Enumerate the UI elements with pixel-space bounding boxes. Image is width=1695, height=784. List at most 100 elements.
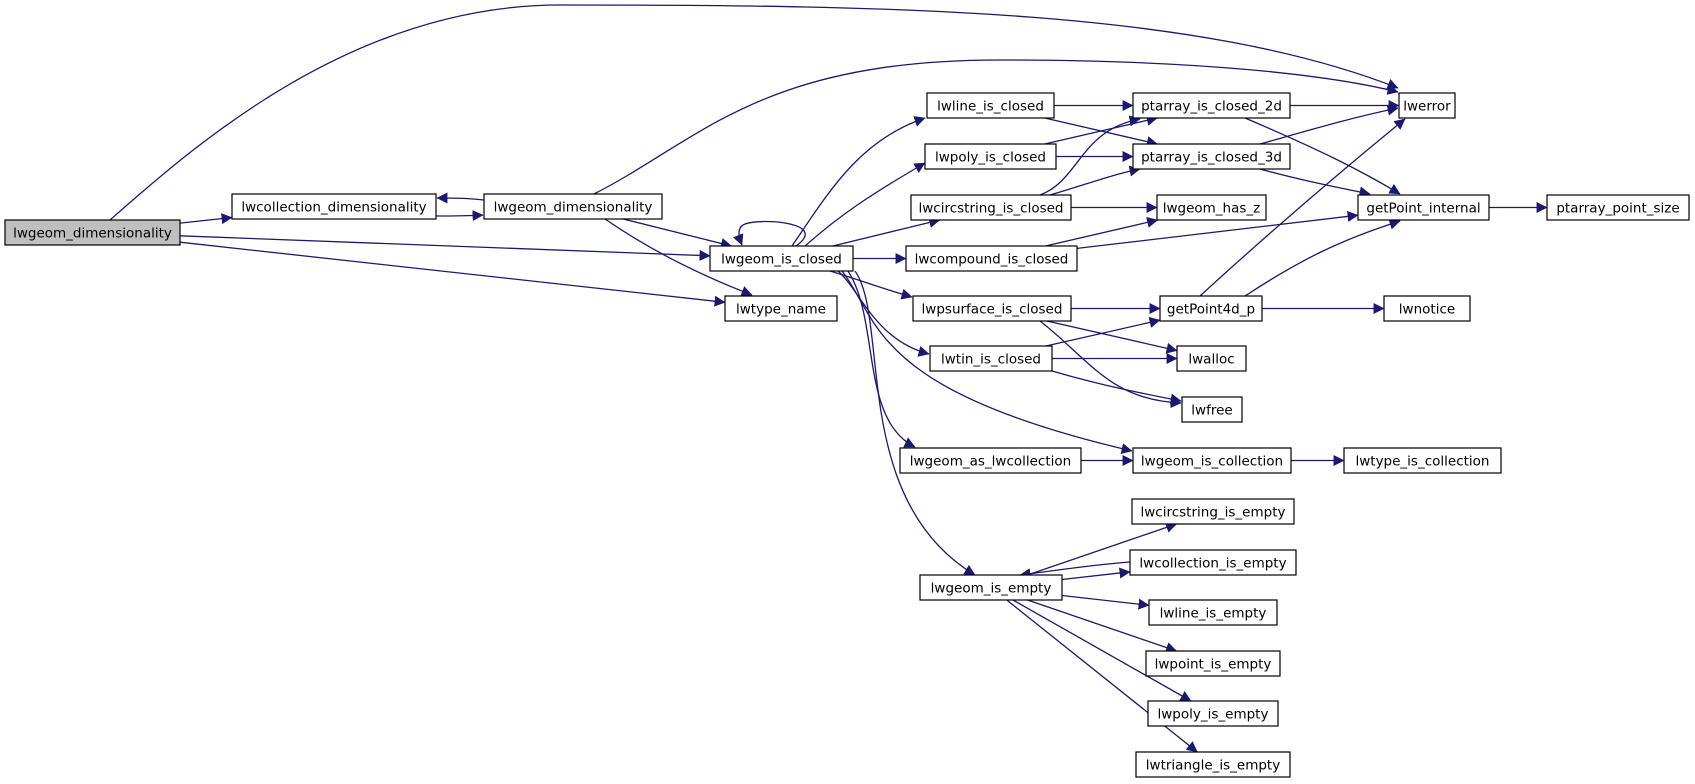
node-lwpoly-is-closed[interactable]: lwpoly_is_closed	[924, 143, 1057, 170]
edge-lwgeom-dimensionality-to-lwgeom-is-closed	[622, 218, 732, 249]
node-box	[1546, 194, 1690, 221]
node-ptarray-point-size[interactable]: ptarray_point_size	[1546, 194, 1690, 221]
edge-lwpsurface-is-closed-to-lwfree	[1039, 320, 1182, 409]
node-lwgeom-is-empty[interactable]: lwgeom_is_empty	[919, 574, 1063, 601]
edge-lwcompound-is-closed-to-lwgeom-has-z	[1045, 217, 1159, 247]
edge-lwgeom-is-closed-to-lwgeom-is-closed	[733, 220, 806, 247]
node-label: lwcollection_dimensionality	[241, 200, 426, 216]
node-lwalloc[interactable]: lwalloc	[1176, 345, 1247, 372]
node-label: lwgeom_is_collection	[1141, 454, 1283, 470]
node-lwcircstring-is-closed[interactable]: lwcircstring_is_closed	[910, 194, 1072, 221]
node-label: lwcompound_is_closed	[915, 252, 1069, 268]
edge-lwgeom-is-closed-to-lwpoly-is-closed	[804, 162, 926, 247]
node-lwtin-is-closed[interactable]: lwtin_is_closed	[929, 345, 1053, 372]
edge-ptarray-is-closed-3d-to-getPoint-internal	[1259, 168, 1371, 198]
edge-lwcompound-is-closed-to-getPoint-internal	[1076, 210, 1359, 250]
node-label: lwfree	[1191, 403, 1232, 419]
edge-lwgeom-dimensionality-to-lwcollection-dimensionality	[436, 192, 485, 204]
node-box	[910, 194, 1072, 221]
edge-lwgeom-dimensionality-root-to-lwgeom-is-closed	[179, 235, 711, 261]
node-lwline-is-empty[interactable]: lwline_is_empty	[1148, 599, 1278, 626]
node-box	[1357, 194, 1490, 221]
node-lwtype-is-collection[interactable]: lwtype_is_collection	[1343, 447, 1502, 474]
node-lwcircstring-is-empty[interactable]: lwcircstring_is_empty	[1131, 498, 1295, 525]
node-lwtype-name[interactable]: lwtype_name	[724, 295, 838, 322]
node-label: getPoint4d_p	[1167, 302, 1255, 318]
node-label: getPoint_internal	[1366, 201, 1480, 217]
edge-lwgeom-is-closed-to-lwgeom-is-empty	[854, 270, 976, 576]
node-box	[924, 143, 1057, 170]
node-label: lwcircstring_is_empty	[1141, 505, 1286, 521]
node-box	[231, 193, 437, 220]
node-box	[724, 295, 838, 322]
node-label: lwgeom_is_closed	[721, 252, 842, 268]
node-box	[1159, 295, 1263, 322]
node-lwline-is-closed[interactable]: lwline_is_closed	[926, 92, 1055, 119]
node-label: lwgeom_dimensionality	[494, 200, 653, 216]
node-label: lwnotice	[1399, 302, 1455, 318]
node-getPoint-internal[interactable]: getPoint_internal	[1357, 194, 1490, 221]
node-lwcollection-is-empty[interactable]: lwcollection_is_empty	[1129, 549, 1297, 576]
node-lwnotice[interactable]: lwnotice	[1383, 295, 1471, 322]
node-label: lwgeom_dimensionality	[13, 226, 172, 242]
edge-lwgeom-dimensionality-root-to-lwcollection-dimensionality	[179, 213, 233, 225]
node-lwgeom-is-collection[interactable]: lwgeom_is_collection	[1132, 447, 1292, 474]
edge-lwgeom-dimensionality-root-to-lwtype-name	[179, 241, 726, 307]
node-label: lwpoint_is_empty	[1155, 657, 1272, 673]
node-ptarray-is-closed-3d[interactable]: ptarray_is_closed_3d	[1132, 143, 1291, 170]
node-lwtriangle-is-empty[interactable]: lwtriangle_is_empty	[1135, 751, 1291, 778]
edge-lwgeom-is-empty-to-lwtriangle-is-empty	[1006, 599, 1198, 753]
node-lwerror[interactable]: lwerror	[1398, 92, 1456, 119]
node-getPoint4d-p[interactable]: getPoint4d_p	[1159, 295, 1263, 322]
node-box	[929, 345, 1053, 372]
node-label: lwtin_is_closed	[941, 352, 1041, 368]
node-lwfree[interactable]: lwfree	[1181, 396, 1243, 423]
edge-lwgeom-dimensionality-to-lwtype-name	[604, 218, 753, 297]
node-box	[1135, 751, 1291, 778]
node-box	[1132, 92, 1291, 119]
edge-lwgeom-is-closed-to-lwgeom-as-lwcollection	[847, 270, 916, 448]
node-label: lwerror	[1403, 99, 1451, 115]
node-label: lwpoly_is_empty	[1158, 707, 1269, 723]
node-box	[919, 574, 1063, 601]
edge-lwgeom-is-closed-to-lwgeom-is-collection	[841, 270, 1133, 454]
node-label: lwgeom_has_z	[1163, 201, 1261, 217]
node-lwgeom-is-closed[interactable]: lwgeom_is_closed	[709, 245, 854, 272]
node-box	[926, 92, 1055, 119]
node-label: lwalloc	[1188, 352, 1234, 368]
node-lwgeom-dimensionality-root[interactable]: lwgeom_dimensionality	[4, 219, 181, 246]
node-box	[1398, 92, 1456, 119]
edge-ptarray-is-closed-2d-to-getPoint-internal	[1244, 117, 1401, 195]
node-label: ptarray_is_closed_2d	[1141, 99, 1282, 115]
node-box	[1131, 498, 1295, 525]
node-box	[899, 447, 1082, 474]
node-lwpsurface-is-closed[interactable]: lwpsurface_is_closed	[912, 295, 1072, 322]
node-box	[483, 193, 663, 220]
node-lwgeom-as-lwcollection[interactable]: lwgeom_as_lwcollection	[899, 447, 1082, 474]
node-box	[912, 295, 1072, 322]
node-lwpoint-is-empty[interactable]: lwpoint_is_empty	[1145, 650, 1281, 677]
node-box	[1147, 700, 1279, 727]
edge-ptarray-is-closed-3d-to-lwerror	[1259, 104, 1399, 145]
edge-lwgeom-dimensionality-to-lwerror	[593, 59, 1399, 195]
node-box	[905, 245, 1078, 272]
node-box	[1145, 650, 1281, 677]
edge-lwpsurface-is-closed-to-lwalloc	[1046, 320, 1178, 354]
node-lwgeom-has-z[interactable]: lwgeom_has_z	[1156, 194, 1267, 221]
node-ptarray-is-closed-2d[interactable]: ptarray_is_closed_2d	[1132, 92, 1291, 119]
node-box	[1129, 549, 1297, 576]
node-label: lwcircstring_is_closed	[918, 201, 1063, 217]
edge-lwgeom-is-closed-to-lwcircstring-is-closed	[832, 217, 941, 247]
node-lwcollection-dimensionality[interactable]: lwcollection_dimensionality	[231, 193, 437, 220]
edge-lwcircstring-is-closed-to-ptarray-is-closed-2d	[1039, 115, 1141, 196]
node-label: ptarray_is_closed_3d	[1141, 150, 1282, 166]
node-label: lwcollection_is_empty	[1139, 556, 1286, 572]
node-box	[1383, 295, 1471, 322]
node-lwcompound-is-closed[interactable]: lwcompound_is_closed	[905, 245, 1078, 272]
node-box	[1181, 396, 1243, 423]
node-lwpoly-is-empty[interactable]: lwpoly_is_empty	[1147, 700, 1279, 727]
edge-lwcollection-is-empty-to-lwgeom-is-empty	[1019, 561, 1131, 580]
node-lwgeom-dimensionality[interactable]: lwgeom_dimensionality	[483, 193, 663, 220]
node-box	[1156, 194, 1267, 221]
